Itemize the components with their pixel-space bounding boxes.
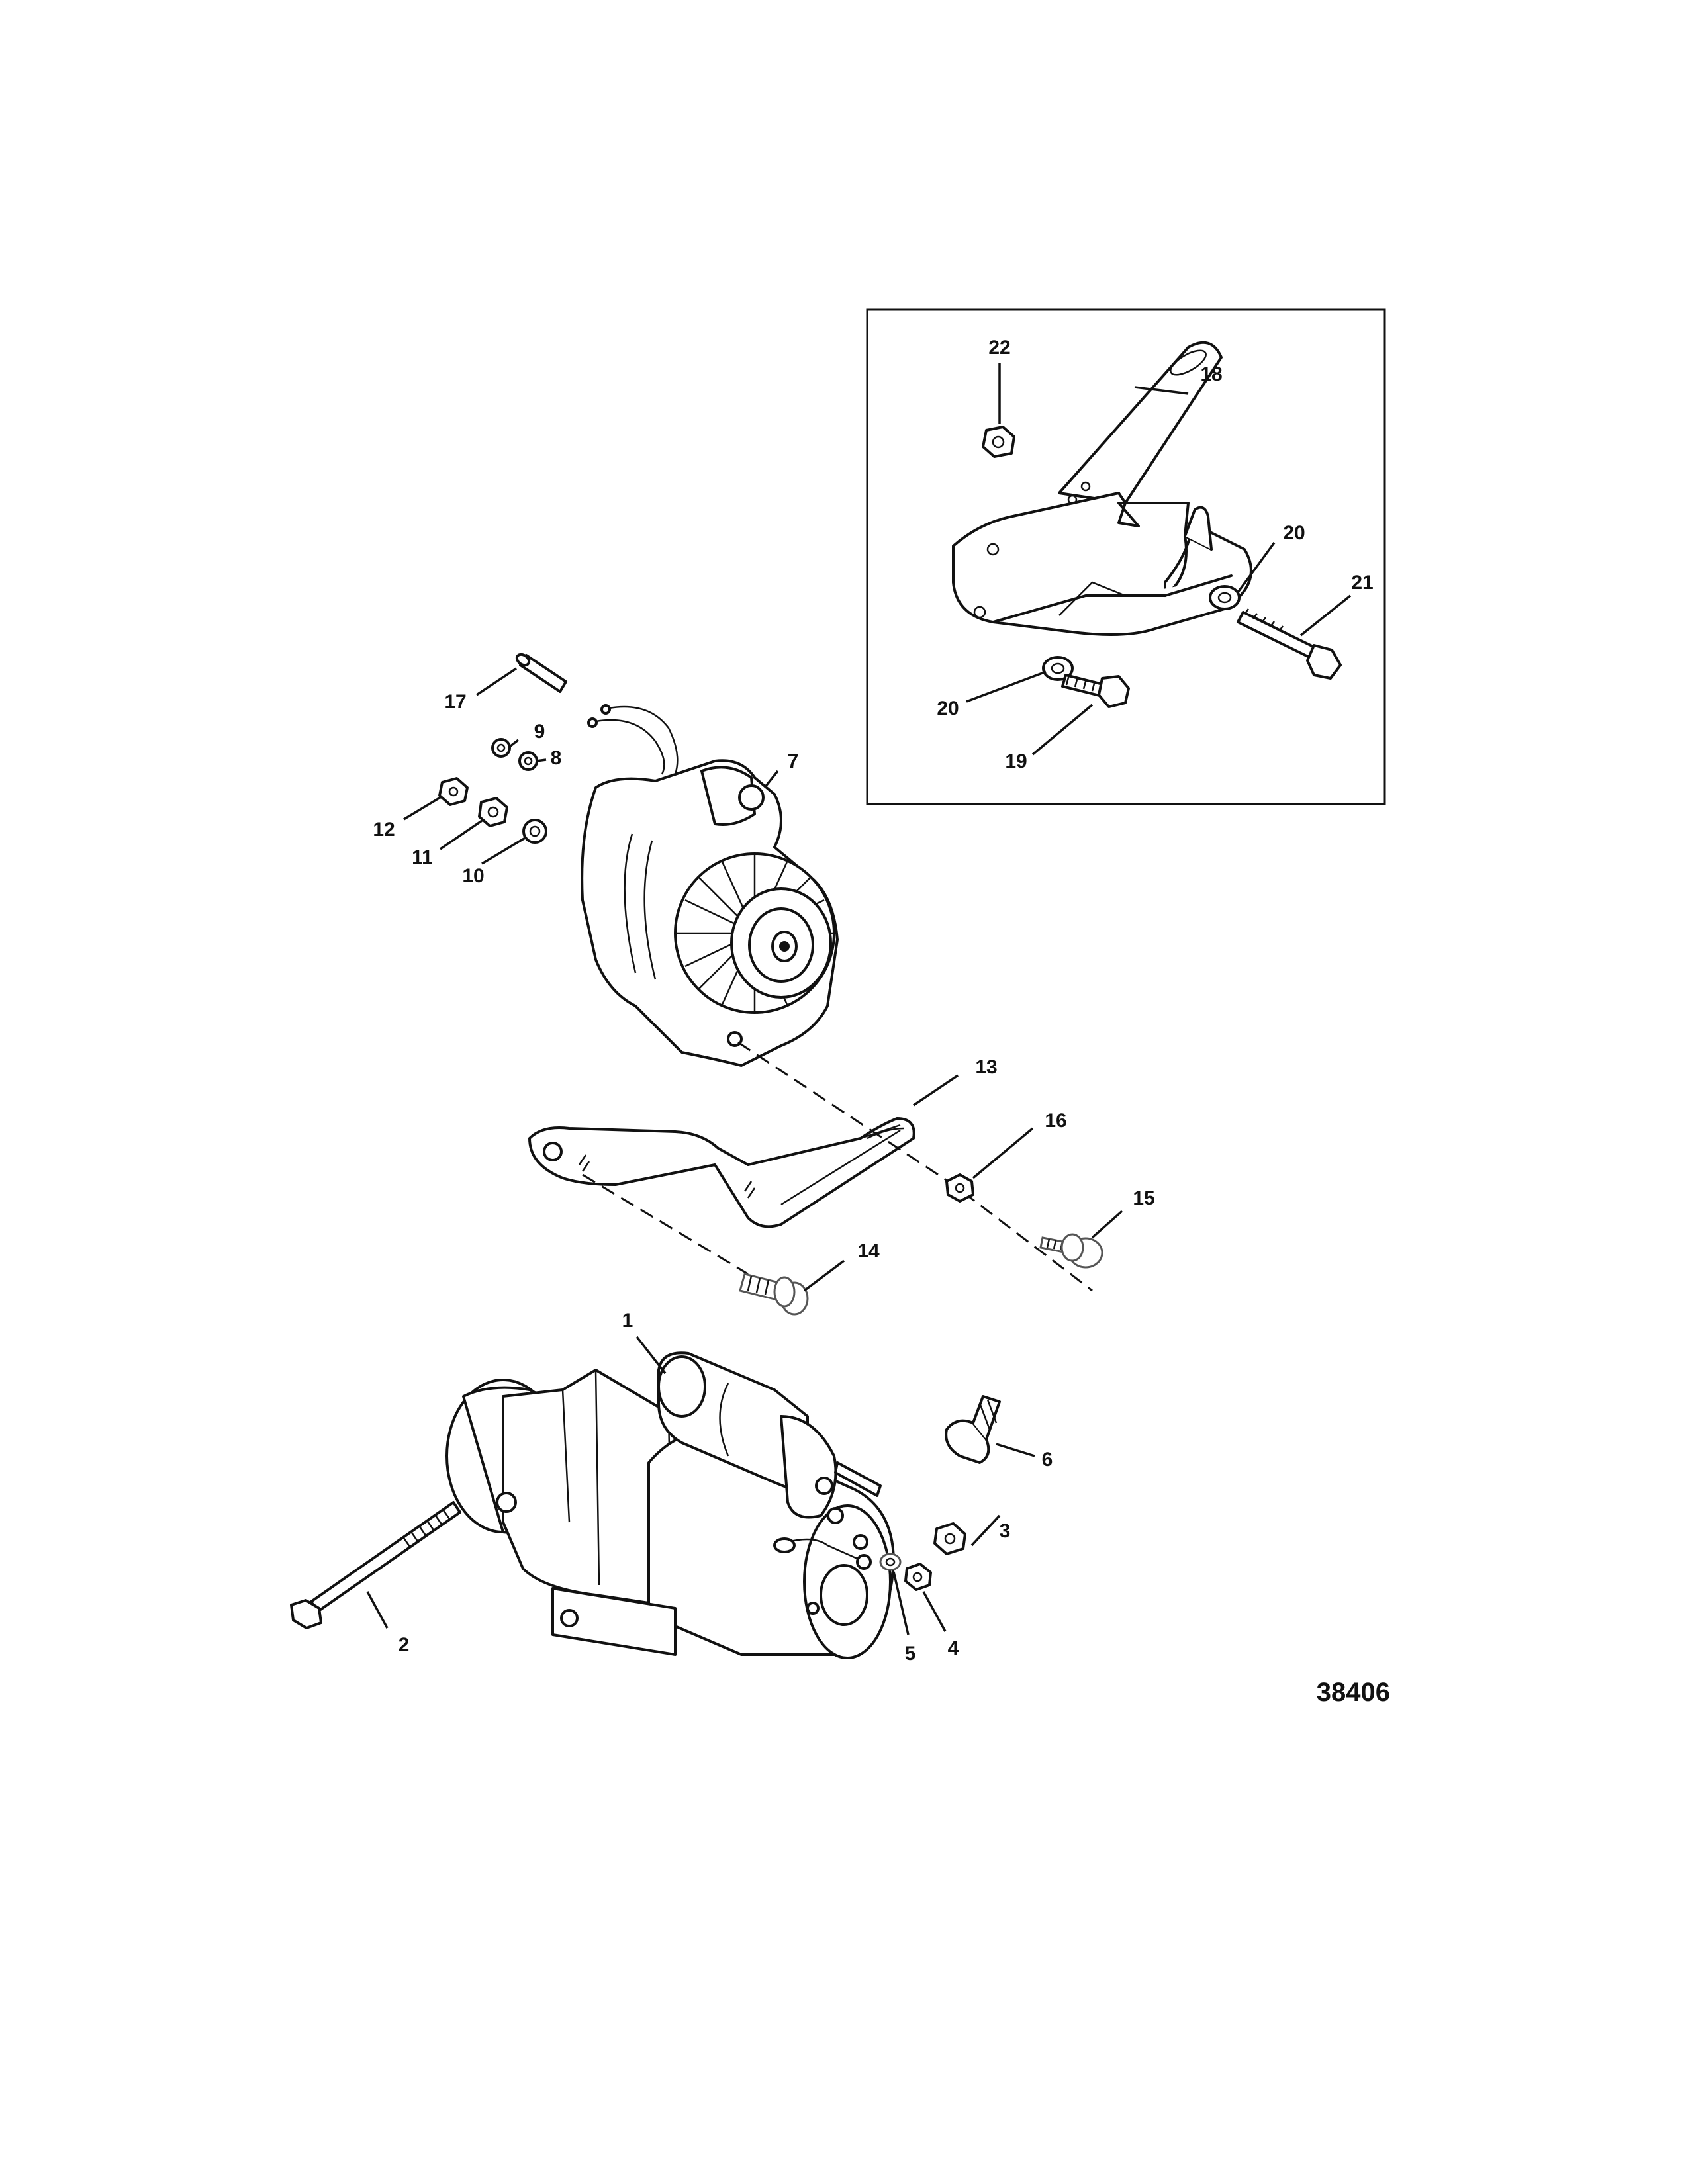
nut-4 [904,1563,932,1591]
callout-20-right: 20 [1283,522,1305,544]
callout-16: 16 [1045,1110,1066,1132]
callout-18: 18 [1200,363,1222,385]
callout-7: 7 [788,751,799,772]
callout-15: 15 [1133,1187,1154,1209]
nut-11 [478,797,508,827]
callout-4: 4 [948,1637,959,1659]
callout-3: 3 [1000,1520,1011,1542]
bolt-15 [1039,1233,1103,1269]
pin-17 [515,653,567,693]
callout-6: 6 [1042,1449,1053,1471]
callout-17: 17 [444,691,466,713]
washer-20-right [1209,585,1241,610]
dashed-line-14 [582,1173,749,1275]
washer-5 [879,1553,902,1571]
bolt-19 [1061,674,1130,708]
callout-8: 8 [551,747,562,769]
nut-22 [982,426,1015,458]
callout-2: 2 [399,1634,410,1656]
mounting-bracket [952,341,1252,636]
callout-14: 14 [857,1240,880,1262]
nut-3 [933,1522,966,1555]
terminal-boot-6 [945,1395,1001,1464]
bolt-14 [739,1273,809,1316]
callout-5: 5 [905,1643,916,1664]
inset-frame [866,308,1386,805]
callout-19: 19 [1005,751,1027,772]
washer-16 [945,1173,974,1203]
adjusting-bracket-13 [528,1117,915,1228]
nut-9 [491,738,511,758]
callout-21: 21 [1351,572,1373,594]
callout-10: 10 [462,865,484,887]
callout-11: 11 [412,846,433,868]
callout-9: 9 [534,721,545,743]
callout-12: 12 [373,819,395,841]
callout-1: 1 [622,1310,633,1332]
nut-8 [518,751,538,771]
figure-number: 38406 [1317,1678,1390,1707]
callout-20-left: 20 [937,698,959,719]
leader-lines [366,363,1352,1635]
washer-10 [522,819,547,844]
bolt-2 [290,1501,461,1629]
bolt-21 [1237,608,1342,680]
alternator [581,704,839,1067]
callout-13: 13 [975,1056,997,1078]
nut-12 [438,777,469,806]
callout-22: 22 [988,337,1010,359]
starter-motor [445,1351,895,1659]
